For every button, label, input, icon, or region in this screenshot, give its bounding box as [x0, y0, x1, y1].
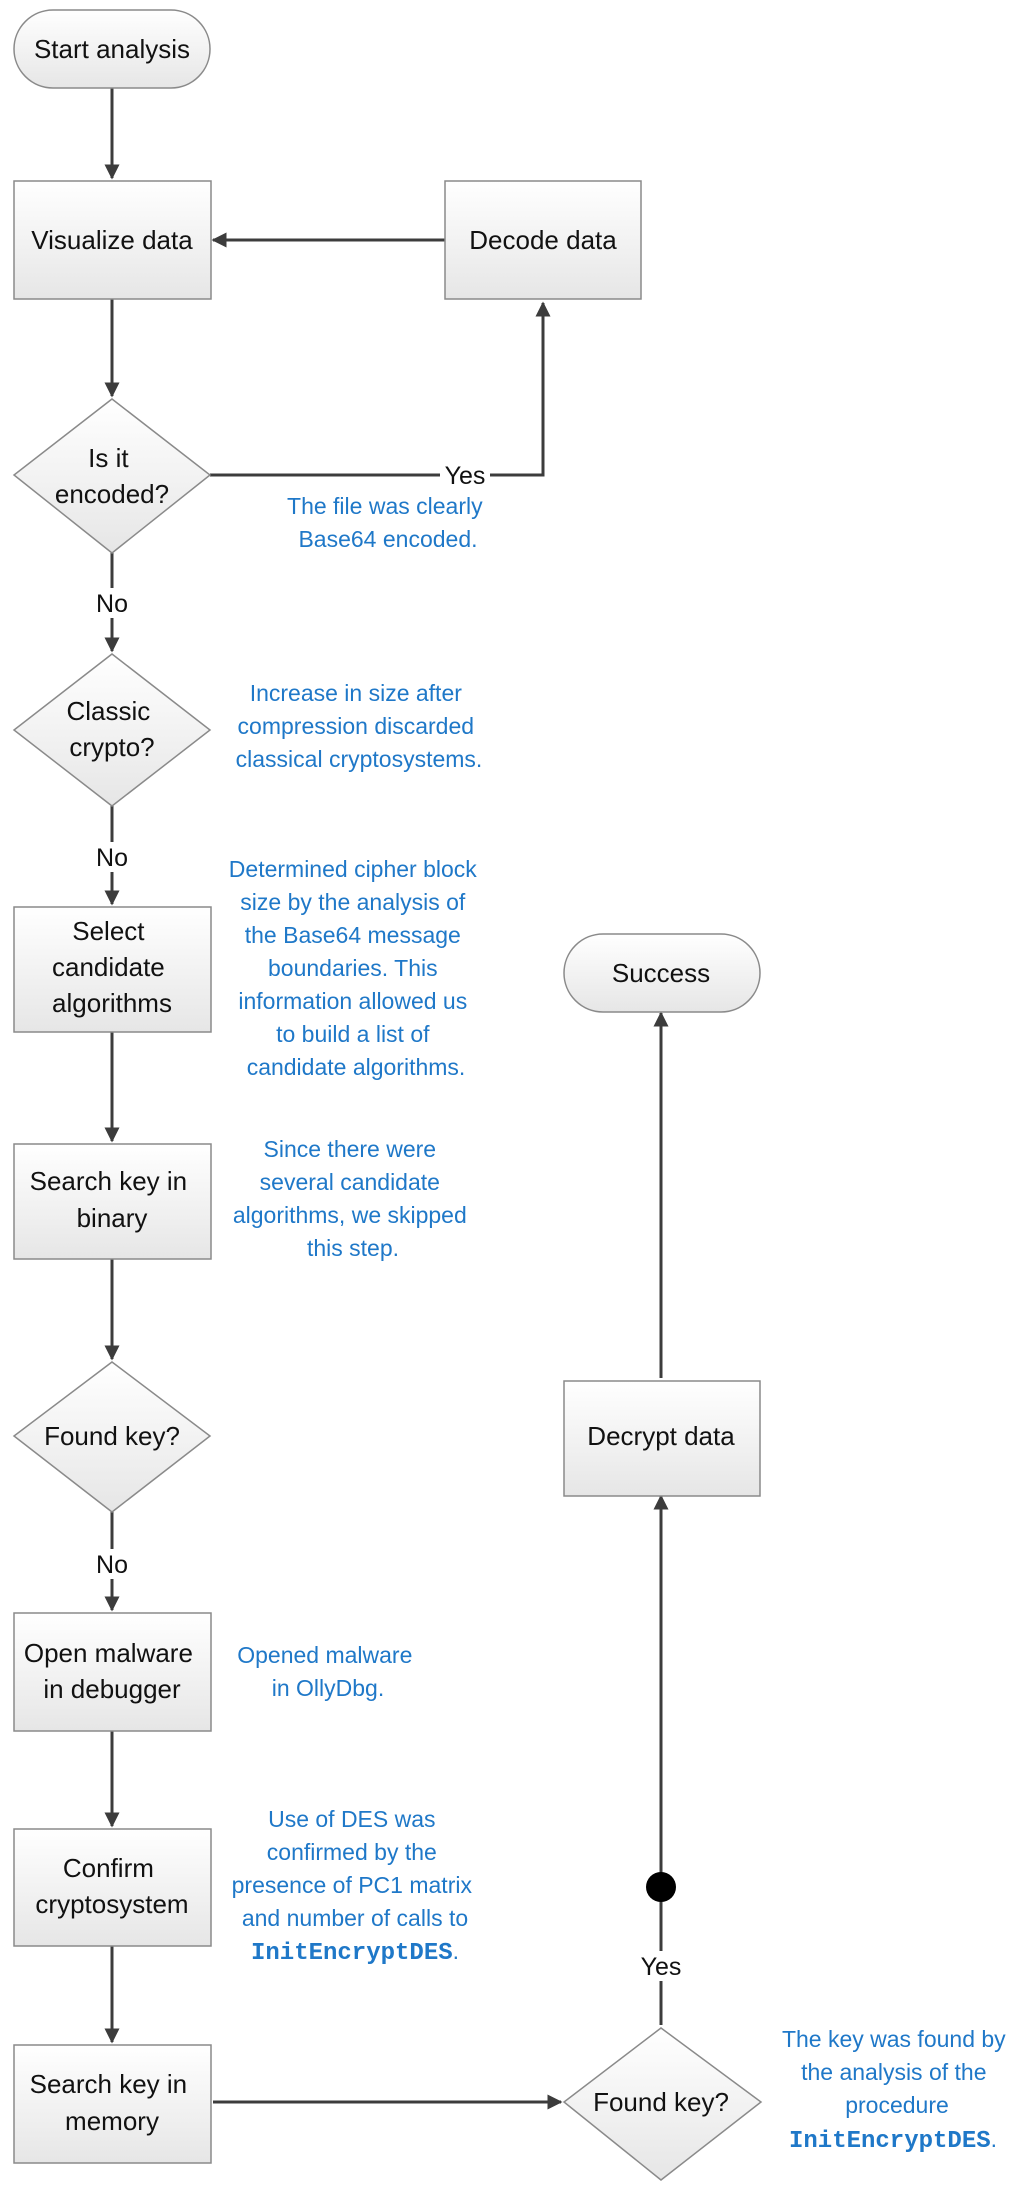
node-decrypt: Decrypt data — [563, 1380, 761, 1497]
svg-text:InitEncryptDES.: InitEncryptDES. — [789, 2126, 997, 2155]
node-found-key-2: Found key? — [562, 2027, 763, 2181]
svg-text:Use of DES was confirmed: Use of DES was confirmed by the presence… — [232, 1806, 479, 1931]
svg-text:InitEncryptDES.: InitEncryptDES. — [251, 1938, 459, 1967]
node-success: Success — [563, 933, 761, 1013]
note-block-size: Determined cipher block size by the anal… — [229, 856, 483, 1080]
note-base64: The file was clearly Base64 encoded. — [287, 493, 489, 552]
svg-text:Since there were several: Since there were several candidate algor… — [233, 1136, 473, 1261]
note-key-code: InitEncryptDES — [789, 2128, 991, 2155]
junction-dot — [646, 1872, 676, 1902]
node-search-binary: Search key in binary — [13, 1143, 212, 1260]
node-found-key-2-label: Found key? — [593, 2087, 729, 2117]
label-encoded-yes: Yes — [445, 462, 486, 490]
node-start-label: Start analysis — [34, 34, 190, 64]
node-encoded-label: Is it encoded? — [55, 443, 169, 509]
note-des: Use of DES was confirmed by the presence… — [232, 1806, 479, 1967]
svg-text:Opened malware in OllyDb: Opened malware in OllyDbg. — [237, 1642, 419, 1701]
node-found-key-1: Found key? — [12, 1361, 212, 1513]
label-encoded-no: No — [96, 590, 128, 618]
svg-text:The key was found by the: The key was found by the analysis of the… — [782, 2026, 1012, 2118]
note-key-found: The key was found by the analysis of the… — [782, 2026, 1012, 2155]
node-open-malware-label: Open malware in debugger — [24, 1638, 200, 1704]
node-found-key-1-label: Found key? — [44, 1421, 180, 1451]
note-skipped: Since there were several candidate algor… — [233, 1136, 473, 1261]
note-des-code: InitEncryptDES — [251, 1940, 453, 1967]
label-classic-no: No — [96, 844, 128, 872]
node-search-memory: Search key in memory — [13, 2044, 212, 2164]
node-select-label: Select candidate algorithms — [52, 916, 172, 1018]
note-compression: Increase in size after compression disca… — [236, 680, 483, 772]
node-classic-label: Classic crypto? — [66, 696, 157, 762]
svg-text:The file was clearly Bas: The file was clearly Base64 encoded. — [287, 493, 489, 552]
node-decode-label: Decode data — [469, 225, 617, 255]
node-classic-decision: Classic crypto? — [12, 653, 212, 807]
node-select: Select candidate algorithms — [13, 906, 212, 1033]
svg-text:Determined cipher block: Determined cipher block size by the anal… — [229, 856, 483, 1080]
node-visualize: Visualize data — [13, 180, 212, 300]
node-confirm-label: Confirm cryptosystem — [35, 1853, 188, 1919]
label-found1-no: No — [96, 1551, 128, 1579]
node-open-malware: Open malware in debugger — [13, 1612, 212, 1732]
edges — [104, 88, 676, 2110]
node-decode: Decode data — [444, 180, 642, 300]
node-success-label: Success — [612, 958, 710, 988]
label-found2-yes: Yes — [641, 1953, 682, 1981]
svg-text:Increase in size after c: Increase in size after compression disca… — [236, 680, 483, 772]
node-search-binary-label: Search key in binary — [30, 1166, 195, 1233]
node-encoded-decision: Is it encoded? — [12, 398, 212, 554]
node-confirm: Confirm cryptosystem — [13, 1828, 212, 1947]
note-ollydbg: Opened malware in OllyDbg. — [237, 1642, 419, 1701]
edge-labels: Yes No No No Yes — [88, 460, 688, 1981]
node-decrypt-label: Decrypt data — [587, 1421, 735, 1451]
node-search-memory-label: Search key in memory — [30, 2069, 195, 2136]
node-visualize-label: Visualize data — [31, 225, 193, 255]
edge-encoded-yes-to-decode — [210, 301, 551, 477]
node-start: Start analysis — [13, 9, 211, 89]
